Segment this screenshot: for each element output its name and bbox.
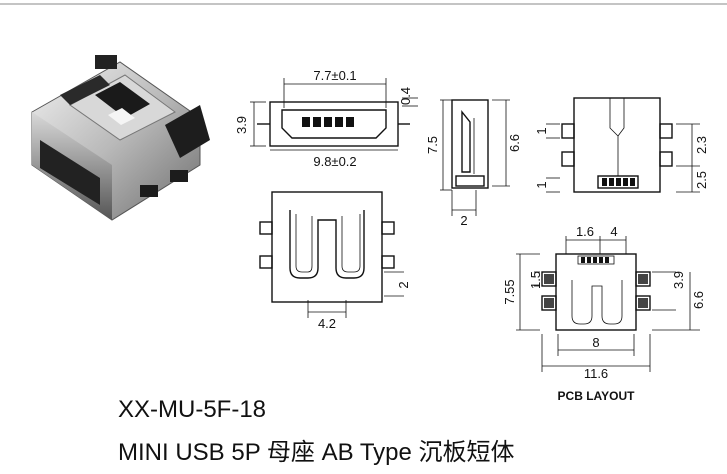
pcb-top-b: 4 bbox=[610, 224, 617, 239]
side-body: 6.6 bbox=[507, 134, 522, 152]
front-width-top: 7.7±0.1 bbox=[313, 68, 356, 83]
product-description: MINI USB 5P 母座 AB Type 沉板短体 bbox=[118, 439, 515, 466]
front-height-left: 3.9 bbox=[234, 116, 249, 134]
rear-right-a: 2.3 bbox=[694, 136, 709, 154]
front-flange: 0.4 bbox=[398, 87, 413, 105]
front-view: 7.7±0.1 9.8±0.2 3.9 0.4 bbox=[234, 68, 418, 169]
rear-top-a: 1 bbox=[534, 127, 549, 134]
rear-right-b: 2.5 bbox=[694, 171, 709, 189]
side-height: 7.5 bbox=[425, 136, 440, 154]
pcb-left-b: 1.5 bbox=[528, 271, 543, 289]
pcb-right-b: 6.6 bbox=[691, 291, 706, 309]
part-number: XX-MU-5F-18 bbox=[118, 396, 267, 423]
top-view: 4.2 2 bbox=[259, 191, 411, 331]
side-view: 7.5 6.6 2 bbox=[425, 99, 522, 228]
pcb-left-a: 7.55 bbox=[502, 279, 517, 304]
top-pin-width: 4.2 bbox=[318, 316, 336, 331]
pcb-layout: 1.6 4 7.55 1.5 3.9 6.6 8 11.6 PCB LAYOUT bbox=[502, 224, 706, 403]
pcb-layout-label: PCB LAYOUT bbox=[558, 389, 636, 403]
pcb-right-a: 3.9 bbox=[671, 271, 686, 289]
rear-view: 1 1 2.3 2.5 bbox=[534, 97, 709, 193]
pcb-bottom-a: 8 bbox=[592, 335, 599, 350]
pcb-top-a: 1.6 bbox=[576, 224, 594, 239]
side-step: 2 bbox=[460, 213, 467, 228]
rear-top-b: 1 bbox=[534, 181, 549, 188]
pcb-bottom-b: 11.6 bbox=[584, 366, 608, 381]
product-photo bbox=[31, 55, 210, 221]
front-width-bottom: 9.8±0.2 bbox=[313, 154, 356, 169]
top-standoff: 2 bbox=[396, 281, 411, 288]
